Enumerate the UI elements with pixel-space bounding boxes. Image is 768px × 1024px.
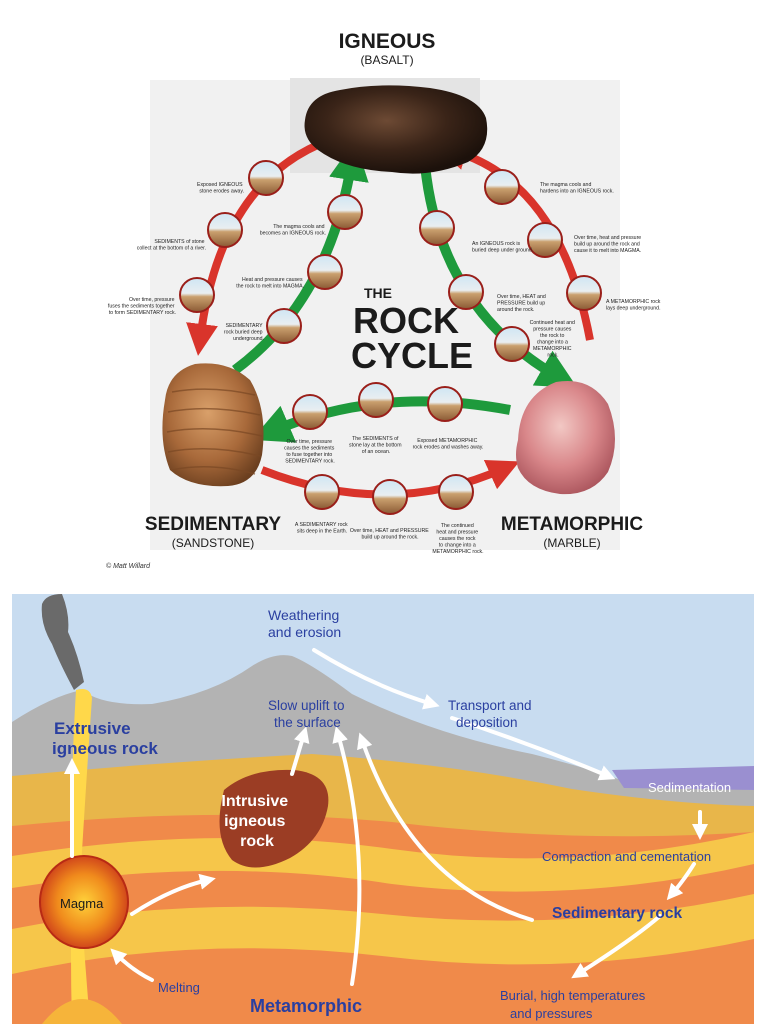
label-intrusive: Intrusive igneous rock xyxy=(221,793,292,850)
process-arrows xyxy=(64,648,708,986)
stage-sediments-lay xyxy=(358,382,394,418)
caption-sediments-lay: The SEDIMENTS of stone lay at the bottom… xyxy=(349,436,403,455)
label-burial: Burial, high temperatures and pressures xyxy=(500,988,649,1021)
mountain xyxy=(12,655,754,806)
credit: © Matt Willard xyxy=(106,562,151,570)
title-cycle: CYCLE xyxy=(351,335,473,376)
stage-continued-change xyxy=(438,474,474,510)
igneous-label: IGNEOUS xyxy=(339,30,436,53)
caption-exposed-meta: Exposed METAMORPHIC rock erodes and wash… xyxy=(413,438,484,451)
caption-sediments-collect: SEDIMENTS of stone collect at the bottom… xyxy=(137,239,206,252)
metamorphic-example: (MARBLE) xyxy=(543,536,600,550)
arrow-uplift-metamorphic xyxy=(332,726,362,986)
caption-igneous-buried: An IGNEOUS rock is buried deep under gro… xyxy=(472,241,533,254)
deep-magma xyxy=(42,999,122,1024)
arrow-melting xyxy=(110,948,154,982)
lower-yellow-band xyxy=(12,894,754,974)
stage-heat-melts xyxy=(307,254,343,290)
intrusive-rock xyxy=(219,769,329,868)
title-the: THE xyxy=(364,285,392,301)
stage-pressure-builds xyxy=(448,274,484,310)
stage-meta-deep xyxy=(566,275,602,311)
caption-continued-heat: Continued heat and pressure causes the r… xyxy=(530,320,577,359)
igneous-example: (BASALT) xyxy=(360,53,413,67)
caption-sed-deep: A SEDIMENTARY rock sits deep in the Eart… xyxy=(295,522,349,535)
label-extrusive: Extrusive igneous rock xyxy=(52,719,158,758)
stage-pressure-fuses xyxy=(179,277,215,313)
stage-magma-cools xyxy=(327,194,363,230)
stage-over-time-heat xyxy=(527,222,563,258)
caption-heat-pressure-build: Over time, HEAT and PRESSURE build up ar… xyxy=(350,528,430,541)
stage-sed-deep xyxy=(304,474,340,510)
caption-continued-change: The continued heat and pressure causes t… xyxy=(432,523,483,555)
captions: Exposed IGNEOUS stone erodes away. SEDIM… xyxy=(108,182,662,555)
arrow-uplift-sedimentary xyxy=(357,732,534,922)
caption-over-time-heat: Over time, heat and pressure build up ar… xyxy=(574,235,643,254)
arrow-burial xyxy=(571,914,662,979)
middle-yellow-band xyxy=(12,832,754,892)
stage-sed-buried xyxy=(266,308,302,344)
arrow-compaction xyxy=(666,862,696,901)
caption-heat-melts: Heat and pressure causes the rock to mel… xyxy=(236,277,304,290)
title-rock: ROCK xyxy=(353,300,459,341)
label-sedimentation: Sedimentation xyxy=(648,780,731,795)
arrow-weathering xyxy=(312,648,440,710)
label-compaction: Compaction and cementation xyxy=(542,849,711,864)
metamorphic-rock xyxy=(516,380,615,495)
caption-exposed-igneous: Exposed IGNEOUS stone erodes away. xyxy=(197,182,244,195)
stage-thumbnails xyxy=(179,160,602,515)
stage-magma-hardens xyxy=(484,169,520,205)
label-magma: Magma xyxy=(60,896,104,911)
sedimentary-label: SEDIMENTARY xyxy=(145,514,282,535)
igneous-rock xyxy=(304,85,488,174)
geology-cross-section: Weathering and erosion Slow uplift to th… xyxy=(12,594,754,1024)
rock-cycle-diagram: IGNEOUS (BASALT) SEDIMENTARY (SANDSTONE)… xyxy=(106,30,662,570)
stage-igneous-buried xyxy=(419,210,455,246)
stage-heat-pressure-build xyxy=(372,479,408,515)
arrow-to-intrusive xyxy=(130,873,216,916)
label-weathering: Weathering and erosion xyxy=(268,607,343,640)
magma-chamber xyxy=(39,855,129,949)
sedimentary-rock xyxy=(162,363,264,487)
label-melting: Melting xyxy=(158,980,200,995)
label-sedimentary-rock: Sedimentary rock xyxy=(552,905,682,922)
volcano-smoke xyxy=(41,594,84,690)
arrow-uplift-intrusive xyxy=(290,726,310,776)
caption-magma-hardens: The magma cools and hardens into an IGNE… xyxy=(540,182,614,195)
label-uplift: Slow uplift to the surface xyxy=(268,698,348,730)
caption-pressure-causes-sed: Over time, pressure causes the sediments… xyxy=(284,439,336,465)
sea xyxy=(612,766,754,790)
stage-exposed-igneous xyxy=(248,160,284,196)
metamorphic-label: METAMORPHIC xyxy=(501,514,643,535)
caption-sed-buried: SEDIMENTARY rock buried deep underground… xyxy=(224,323,264,342)
label-transport: Transport and deposition xyxy=(448,698,535,730)
caption-pressure-fuses: Over time, pressure fuses the sediments … xyxy=(108,297,176,316)
caption-magma-cools: The magma cools and becomes an IGNEOUS r… xyxy=(260,224,326,237)
caption-meta-deep: A METAMORPHIC rock lays deep underground… xyxy=(606,299,662,312)
stage-exposed-meta xyxy=(427,386,463,422)
caption-pressure-builds: Over time, HEAT and PRESSURE build up ar… xyxy=(497,294,547,313)
label-metamorphic: Metamorphic xyxy=(250,996,362,1016)
sedimentary-example: (SANDSTONE) xyxy=(172,536,254,550)
stage-sediments-collect xyxy=(207,212,243,248)
stage-continued-heat xyxy=(494,326,530,362)
stage-pressure-causes-sed xyxy=(292,394,328,430)
sedimentary-strata xyxy=(166,388,263,475)
arrow-transport xyxy=(450,716,616,781)
